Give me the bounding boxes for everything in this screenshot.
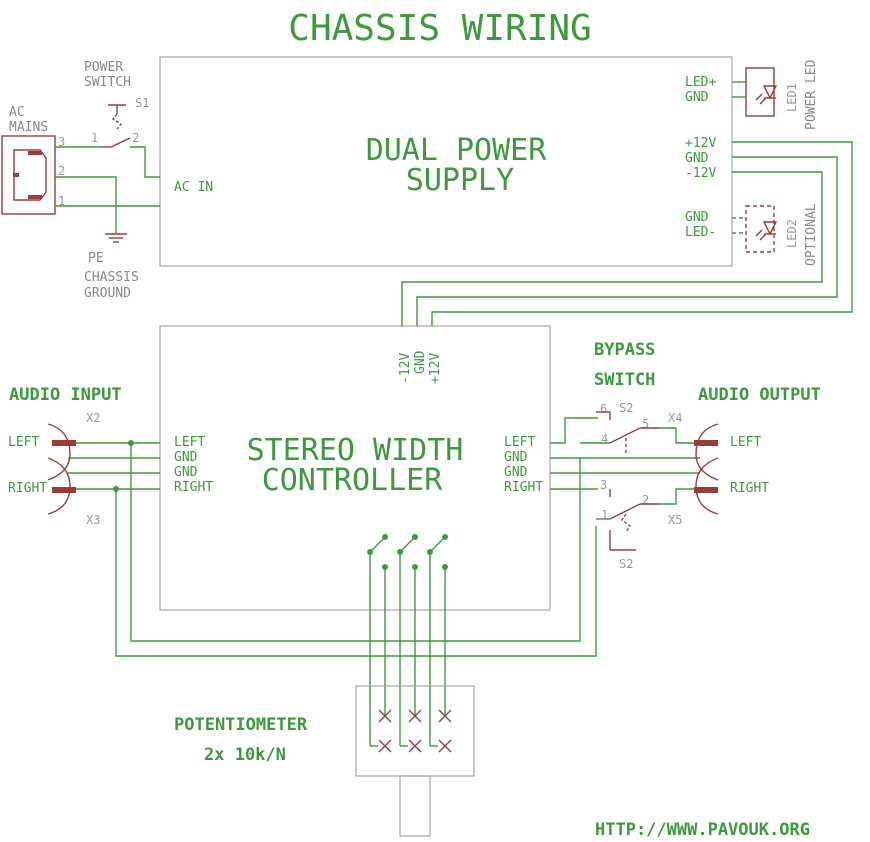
junction-in-right [113, 486, 119, 492]
power-supply-box [159, 56, 733, 267]
power-switch-icon [101, 104, 131, 148]
iec-inlet-icon [1, 135, 56, 215]
controller-title-line2: CONTROLLER [262, 463, 444, 498]
input-left-jack-icon [47, 423, 76, 481]
controller-in-gnd1-label: GND [174, 450, 198, 465]
controller-in-gnd2-label: GND [174, 465, 198, 480]
bypass-switch-right-icon [609, 489, 660, 551]
power-supply-title-line2: SUPPLY [406, 163, 514, 198]
led2-description-label: OPTIONAL [804, 203, 819, 266]
potentiometer-label: POTENTIOMETER [174, 715, 308, 735]
s1-pin1-label: 1 [91, 131, 98, 145]
x2-label: X2 [86, 411, 100, 425]
psu-minus12-label: -12V [685, 166, 716, 181]
ac-pin2-label: 2 [58, 164, 65, 178]
controller-in-right-label: RIGHT [174, 480, 213, 495]
x5-label: X5 [668, 513, 682, 527]
diagram-title: CHASSIS WIRING [288, 8, 591, 49]
controller-gnd-label: GND [413, 350, 428, 374]
led1-ref-label: LED1 [785, 83, 799, 112]
junction-in-left [128, 440, 134, 446]
power-led-icon [745, 67, 778, 117]
ac-pin3-label: 3 [58, 135, 65, 149]
pe-label: PE [88, 251, 104, 266]
psu-gnd3-label: GND [685, 210, 709, 225]
input-right-jack-icon [47, 457, 76, 515]
audio-input-title: AUDIO INPUT [9, 385, 122, 405]
psu-gnd2-label: GND [685, 151, 709, 166]
s2-to-output-left-wire [660, 427, 700, 444]
s2-top-ref: S2 [619, 401, 633, 415]
s1-ref-label: S1 [135, 96, 149, 110]
x4-label: X4 [668, 411, 682, 425]
website-link[interactable]: HTTP://WWW.PAVOUK.ORG [595, 820, 810, 840]
led1-description-label: POWER LED [804, 59, 819, 130]
controller-out-left-label: LEFT [504, 435, 535, 450]
wire-plus12 [431, 141, 853, 326]
s2-to-output-right-wire [660, 488, 700, 505]
s2-pin1: 1 [601, 508, 608, 522]
bypass-right-wire [115, 489, 597, 657]
power-supply-title-line1: DUAL POWER [366, 133, 548, 168]
ac-mains-label-line2: MAINS [9, 120, 48, 135]
out-left-to-s2-wire [550, 417, 598, 444]
psu-led-minus-label: LED- [685, 225, 716, 240]
s1-pin2-label: 2 [132, 131, 139, 145]
ac-mains-label-line1: AC [9, 105, 25, 120]
s2-pin3: 3 [600, 478, 607, 492]
output-right-label: RIGHT [730, 481, 769, 496]
s2-pin4: 4 [601, 432, 608, 446]
controller-out-gnd2-label: GND [504, 465, 528, 480]
controller-title-line1: STEREO WIDTH [247, 433, 464, 468]
controller-in-left-label: LEFT [174, 435, 205, 450]
input-right-label: RIGHT [8, 481, 47, 496]
x3-label: X3 [86, 513, 100, 527]
wire-minus12 [401, 171, 823, 326]
bypass-label-line2: SWITCH [594, 370, 655, 390]
controller-minus12-label: -12V [398, 353, 413, 384]
potentiometer-shaft [399, 775, 431, 837]
psu-led-plus-label: LED+ [685, 75, 716, 90]
led2-ref-label: LED2 [785, 219, 799, 248]
ac-wire-switch-out [130, 146, 160, 178]
audio-output-title: AUDIO OUTPUT [698, 385, 821, 405]
pot-wiper-3 [427, 534, 448, 570]
controller-out-right-label: RIGHT [504, 480, 543, 495]
power-switch-label-line2: SWITCH [84, 75, 131, 90]
output-left-label: LEFT [730, 435, 761, 450]
bypass-label-line1: BYPASS [594, 340, 655, 360]
s2-pin5: 5 [642, 417, 649, 431]
pot-terminals-icon [378, 709, 452, 753]
potentiometer-value-label: 2x 10k/N [204, 745, 286, 765]
s2-pin2: 2 [642, 493, 649, 507]
chassis-ground-label-line1: CHASSIS [84, 270, 139, 285]
bypass-left-wire [130, 443, 581, 642]
psu-plus12-label: +12V [685, 136, 716, 151]
chassis-ground-label-line2: GROUND [84, 286, 131, 301]
power-switch-label-line1: POWER [84, 60, 123, 75]
bypass-switch-left-icon [596, 411, 660, 456]
optional-led-icon [745, 205, 778, 253]
controller-plus12-label: +12V [428, 353, 443, 384]
s2-pin6: 6 [600, 402, 607, 416]
controller-out-gnd1-label: GND [504, 450, 528, 465]
ac-in-label: AC IN [174, 180, 213, 195]
ac-pin1-label: 1 [58, 194, 65, 208]
psu-gnd1-label: GND [685, 90, 709, 105]
pot-wiper-1 [367, 534, 388, 570]
chassis-ground-icon [105, 233, 127, 243]
output-right-jack-icon [694, 457, 719, 515]
s2-bottom-ref: S2 [619, 557, 633, 571]
ac-wire-pe [55, 176, 117, 233]
input-left-label: LEFT [8, 435, 39, 450]
controller-box [159, 325, 551, 611]
output-left-jack-icon [694, 423, 719, 481]
wire-gnd [416, 156, 838, 326]
